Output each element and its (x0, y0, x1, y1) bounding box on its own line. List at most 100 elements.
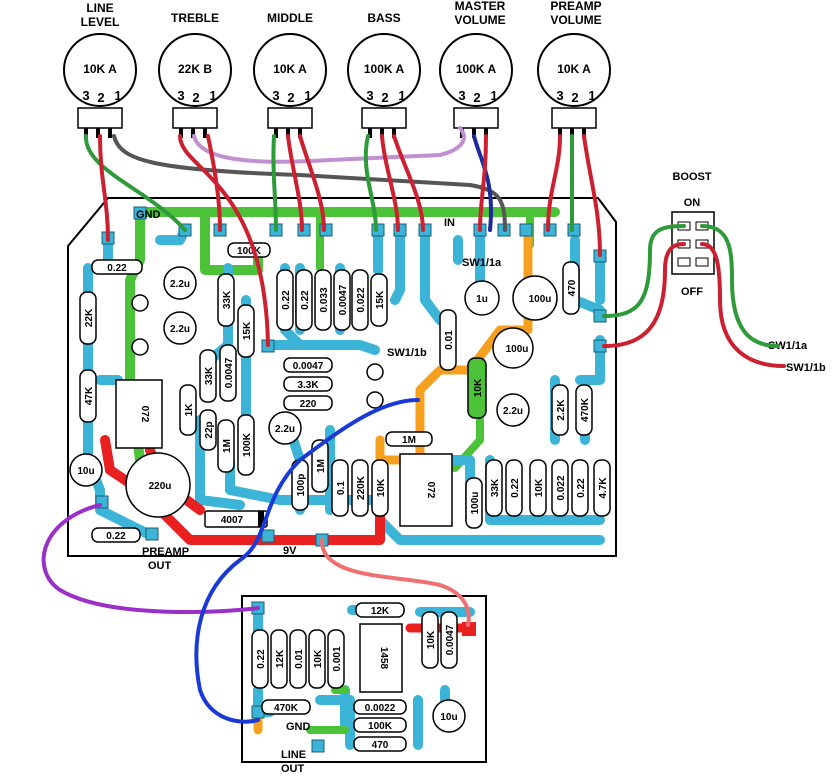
cap-00047-mid: 0.0047 (283, 357, 333, 373)
pot-bass[interactable]: 100K A 3 2 1 BASS (347, 11, 421, 138)
cap-0033: 0.033 (314, 269, 332, 331)
svg-text:1M: 1M (402, 435, 416, 446)
pot-master-volume[interactable]: 100K A 3 2 1 MASTER VOLUME (439, 0, 513, 138)
svg-text:2: 2 (192, 90, 199, 105)
resistor-33k-mid: 3.3K (283, 376, 333, 392)
resistor-47k-b: 4.7K (593, 459, 611, 517)
label-line: LINE (281, 749, 306, 761)
svg-text:0.0047: 0.0047 (445, 624, 456, 655)
svg-text:1: 1 (114, 88, 121, 103)
line-board-components: 12K 470K 0.0022 100K 470 0.22 12K 0.01 (251, 602, 466, 752)
svg-text:100u: 100u (470, 492, 481, 515)
svg-text:100p: 100p (296, 474, 307, 497)
svg-text:OFF: OFF (681, 286, 703, 298)
pot-preamp-volume[interactable]: 10K A 3 2 1 PREAMP VOLUME (537, 0, 611, 138)
svg-text:22p: 22p (204, 421, 215, 438)
svg-text:0.001: 0.001 (332, 646, 343, 671)
svg-text:072: 072 (425, 482, 436, 499)
pot-middle[interactable]: 10K A 3 2 1 MIDDLE (253, 11, 327, 138)
cap-01: 0.1 (331, 459, 349, 517)
svg-text:0.1: 0.1 (336, 481, 347, 495)
svg-text:TREBLE: TREBLE (171, 11, 219, 25)
cap-022-top: 0.22 (91, 259, 143, 275)
cap-0022-b: 0.022 (551, 459, 569, 517)
resistor-1k: 1K (179, 384, 197, 436)
svg-text:1M: 1M (222, 439, 233, 453)
via-circle-4 (366, 391, 384, 409)
svg-text:100u: 100u (506, 344, 529, 355)
via-circle-2 (131, 338, 149, 356)
svg-text:10K: 10K (426, 630, 437, 649)
svg-text:0.022: 0.022 (556, 475, 567, 500)
label-sw1a-board: SW1/1a (462, 257, 502, 269)
label-preamp-out: OUT (148, 560, 172, 572)
line-cap-0001: 0.001 (327, 629, 345, 689)
via-circle-1 (131, 294, 149, 312)
svg-text:2: 2 (473, 90, 480, 105)
svg-text:072: 072 (139, 406, 150, 423)
svg-text:10K A: 10K A (273, 62, 307, 76)
resistor-470k: 470K (575, 384, 593, 436)
svg-text:100K: 100K (368, 721, 393, 732)
line-cap-00022: 0.0022 (353, 699, 407, 715)
resistor-15k-b: 15K (370, 273, 388, 327)
resistor-33k-b: 33K (199, 349, 217, 403)
pot-line-level[interactable]: 10K A 3 2 1 LINE LEVEL (63, 1, 137, 138)
cap-220u: 220u (125, 452, 191, 518)
svg-text:LEVEL: LEVEL (81, 15, 120, 29)
svg-text:10K: 10K (376, 478, 387, 497)
svg-text:4.7K: 4.7K (598, 477, 609, 499)
resistor-10k-b: 10K (371, 459, 389, 517)
svg-text:3: 3 (82, 88, 89, 103)
resistor-1m-a: 1M (217, 419, 235, 473)
line-cap-00047: 0.0047 (440, 611, 458, 669)
line-resistor-12k-v: 12K (270, 629, 288, 689)
svg-text:1u: 1u (476, 294, 488, 305)
svg-text:3: 3 (366, 88, 373, 103)
svg-text:100u: 100u (529, 294, 552, 305)
cap-22u-c: 2.2u (268, 411, 302, 445)
resistor-10k-c: 10K (529, 459, 547, 517)
svg-text:15K: 15K (375, 290, 386, 309)
line-resistor-470: 470 (353, 736, 407, 752)
svg-text:470K: 470K (580, 397, 591, 422)
svg-text:10K: 10K (313, 649, 324, 668)
label-sw1b-board: SW1/1b (387, 347, 427, 359)
cap-022-bottom: 0.22 (91, 527, 141, 543)
svg-text:10K A: 10K A (83, 62, 117, 76)
svg-text:BASS: BASS (367, 11, 400, 25)
svg-text:1458: 1458 (378, 647, 389, 670)
pot-treble[interactable]: 22K B 3 2 1 TREBLE (158, 11, 232, 138)
cap-00047-b: 0.0047 (333, 269, 351, 331)
cap-022-b: 0.22 (295, 269, 313, 331)
svg-text:22K: 22K (84, 308, 95, 327)
svg-text:0.0022: 0.0022 (365, 703, 396, 714)
svg-text:33K: 33K (204, 366, 215, 385)
svg-text:3: 3 (458, 88, 465, 103)
svg-text:12K: 12K (371, 606, 390, 617)
svg-text:0.22: 0.22 (281, 290, 292, 310)
cap-100u-b: 100u (492, 327, 534, 369)
svg-text:47K: 47K (84, 386, 95, 405)
svg-text:470K: 470K (274, 703, 299, 714)
label-9v: 9V (283, 545, 297, 557)
chip-u2: 072 (399, 453, 453, 527)
boost-switch[interactable]: BOOST ON OFF (671, 171, 715, 298)
cap-22u-b: 2.2u (163, 311, 197, 345)
label-preamp: PREAMP (142, 546, 189, 558)
resistor-100k-a: 100K (237, 414, 255, 476)
svg-text:2: 2 (97, 90, 104, 105)
line-resistor-10k: 10K (308, 629, 326, 689)
svg-text:33K: 33K (222, 290, 233, 309)
svg-text:10u: 10u (440, 712, 457, 723)
resistor-33k-c: 33K (485, 459, 503, 517)
svg-text:2: 2 (571, 90, 578, 105)
svg-text:0.0047: 0.0047 (224, 357, 235, 388)
svg-text:100K: 100K (242, 432, 253, 457)
electrolytic-caps: 2.2u 2.2u 2.2u 1u 100u 100u 2.2u 10u (69, 266, 558, 518)
svg-text:470: 470 (567, 279, 578, 296)
svg-text:100K: 100K (237, 246, 262, 257)
svg-text:1: 1 (588, 88, 595, 103)
svg-text:0.033: 0.033 (319, 287, 330, 312)
